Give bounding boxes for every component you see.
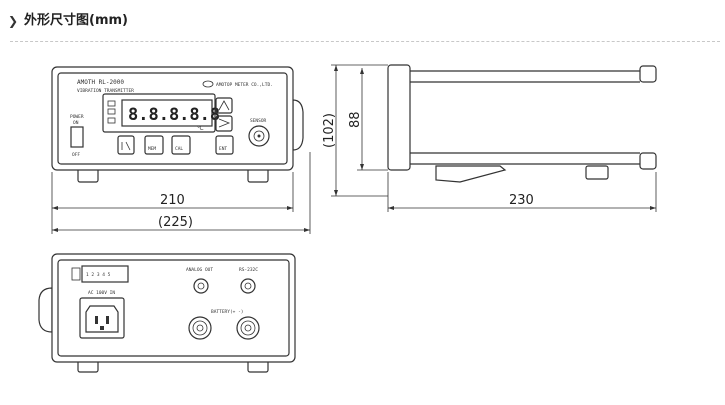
ac-inlet — [79, 297, 125, 339]
rear-side-knob — [38, 287, 53, 333]
dim-230-label: 230 — [509, 193, 534, 208]
terminal-block — [81, 265, 129, 283]
side-rear-corner-top — [639, 65, 657, 83]
sensor-pin — [257, 134, 261, 138]
cal-button[interactable] — [171, 135, 191, 155]
rs232c-label: RS-232C — [239, 267, 258, 273]
ac-pin-left — [95, 316, 98, 324]
dim-88-label: 88 — [348, 111, 363, 128]
analog-out-inner — [197, 282, 205, 290]
dim-210-label: 210 — [160, 193, 185, 208]
analog-out-connector — [193, 278, 209, 294]
side-view: (102) 88 230 — [322, 64, 657, 212]
indicator-1 — [107, 100, 116, 107]
battery-connector-right-inner — [240, 320, 256, 336]
rs232c-inner — [244, 282, 252, 290]
right-arrow-icon — [218, 118, 231, 128]
front-view: AMOTH RL-2000 VIBRATION TRANSMITTER AMOT… — [51, 66, 311, 234]
ac-label: AC 100V IN — [88, 290, 115, 296]
dim-225-label: (225) — [158, 215, 193, 230]
right-button[interactable] — [215, 115, 233, 132]
battery-connector-right-core — [244, 324, 252, 332]
terminal-label: 1 2 3 4 5 — [86, 272, 111, 278]
section-title: 外形尺寸图(mm) — [24, 13, 128, 28]
dim-102-label: (102) — [322, 113, 337, 148]
battery-connector-left — [188, 316, 212, 340]
ent-button[interactable] — [215, 135, 234, 155]
led-display — [121, 99, 213, 127]
power-switch[interactable] — [70, 126, 84, 148]
analog-out-label: ANALOG OUT — [186, 267, 213, 273]
up-button[interactable] — [215, 97, 233, 114]
power-off-label: OFF — [72, 152, 80, 158]
front-panel — [57, 72, 288, 165]
sensor-connector-inner — [253, 130, 265, 142]
side-rear-corner-bottom — [639, 152, 657, 170]
ac-socket — [85, 305, 119, 333]
sensor-label: SENSOR — [250, 118, 267, 124]
rear-body — [51, 253, 296, 363]
mem-label: MEM — [148, 146, 156, 152]
led-readout: 8.8.8.8.8 — [128, 105, 220, 125]
indicator-2 — [107, 108, 116, 115]
power-label: POWER — [70, 114, 84, 120]
front-side-knob — [292, 99, 304, 151]
subtitle-label: VIBRATION TRANSMITTER — [77, 88, 134, 94]
battery-connector-right — [236, 316, 260, 340]
maker-label: AMOTOP METER CO.,LTD. — [216, 82, 273, 88]
tare-icon — [121, 141, 131, 151]
display-window — [102, 93, 216, 133]
chevron-right-icon: ❯ — [8, 14, 19, 28]
header-divider — [10, 41, 720, 42]
side-rear-foot — [585, 165, 609, 180]
up-arrow-icon — [218, 100, 230, 111]
mem-button[interactable] — [144, 135, 164, 155]
side-tilt-stand — [435, 165, 507, 183]
battery-connector-left-inner — [192, 320, 208, 336]
rear-view: 1 2 3 4 5 AC 100V IN ANALOG OUT RS-232C … — [38, 253, 296, 373]
brand-label: AMOTH RL-2000 — [77, 79, 124, 86]
battery-label: BATTERY(+ -) — [211, 309, 244, 315]
ac-pin-right — [106, 316, 109, 324]
cal-label: CAL — [175, 146, 183, 152]
power-on-label: ON — [73, 120, 79, 126]
battery-connector-left-core — [196, 324, 204, 332]
ent-label: ENT — [219, 146, 227, 152]
maker-logo-icon — [202, 80, 214, 88]
terminal-clamp — [71, 267, 81, 281]
sensor-connector — [248, 125, 270, 147]
indicator-3 — [107, 117, 116, 124]
side-front-bezel — [387, 64, 411, 171]
rear-panel — [57, 259, 290, 357]
rs232c-connector — [240, 278, 256, 294]
ac-pin-ground — [100, 326, 104, 330]
unit-label: ℃ — [197, 125, 204, 132]
section-header: ❯ 外形尺寸图(mm) — [0, 0, 725, 42]
tare-button[interactable] — [117, 135, 135, 155]
